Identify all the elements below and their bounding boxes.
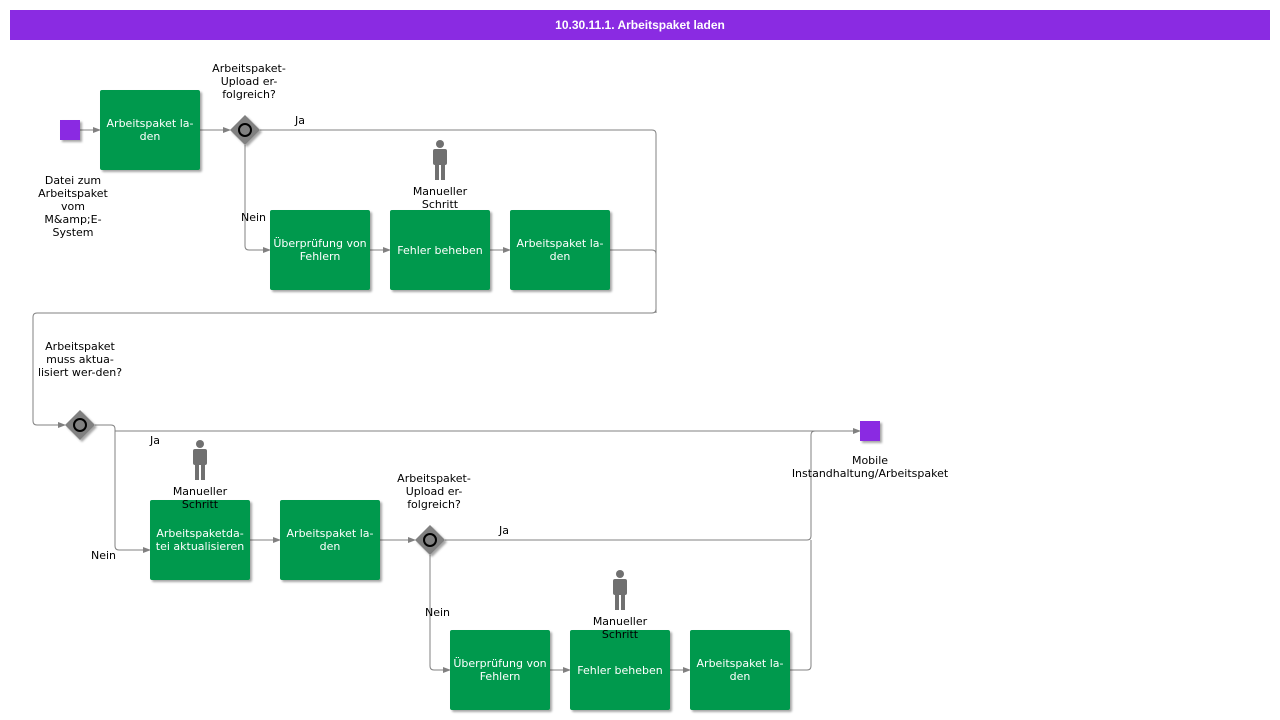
gateway-g3[interactable] xyxy=(415,525,445,555)
flow-g2-yes xyxy=(95,424,861,434)
start-event-label: Datei zum Arbeitspaket vom M&amp;E-Syste… xyxy=(38,174,108,239)
task-t6-box[interactable] xyxy=(280,500,380,580)
task-t4-label[interactable]: Arbeitspaket la-den xyxy=(516,237,604,263)
task-t7-label[interactable]: Überprüfung von Fehlern xyxy=(453,657,547,683)
task-t8-box[interactable] xyxy=(570,630,670,710)
gateway-g1-label: Arbeitspaket-Upload er-folgreich? xyxy=(212,62,286,101)
person-icon xyxy=(193,440,207,480)
manual-step-label: Manueller Schritt xyxy=(172,485,228,511)
task-t5-label[interactable]: Arbeitspaketda-tei aktualisieren xyxy=(155,527,245,553)
task-t9-label[interactable]: Arbeitspaket la-den xyxy=(696,657,784,683)
flow-label-g3-no: Nein xyxy=(425,606,451,619)
flow-label-g3-yes: Ja xyxy=(499,524,509,537)
task-t3-box[interactable] xyxy=(390,210,490,290)
task-t1-box[interactable] xyxy=(100,90,200,170)
task-t6-label[interactable]: Arbeitspaket la-den xyxy=(286,527,374,553)
flow-g1-yes xyxy=(32,129,657,428)
task-t4-box[interactable] xyxy=(510,210,610,290)
flow-g2-no xyxy=(114,431,151,553)
connectors xyxy=(32,127,861,673)
task-t7-box[interactable] xyxy=(450,630,550,710)
flow-g3-no xyxy=(429,555,451,673)
flow-label-g1-yes: Ja xyxy=(295,114,305,127)
start-event[interactable] xyxy=(60,120,80,140)
end-event-label: Mobile Instandhaltung/Arbeitspaket xyxy=(791,454,949,480)
flow-g1-no xyxy=(244,145,271,253)
manual-step-label: Manueller Schritt xyxy=(412,185,468,211)
flow-label-g2-no: Nein xyxy=(91,549,117,562)
person-icon xyxy=(613,570,627,610)
task-t2-label[interactable]: Überprüfung von Fehlern xyxy=(273,237,367,263)
flow-g3-yes xyxy=(445,430,860,541)
task-t5-box[interactable] xyxy=(150,500,250,580)
flow-t9-merge xyxy=(790,540,812,671)
task-t3-label[interactable]: Fehler beheben xyxy=(397,243,483,257)
diagram-title: 10.30.11.1. Arbeitspaket laden xyxy=(10,10,1270,40)
gateway-g2[interactable] xyxy=(65,410,95,440)
task-t9-box[interactable] xyxy=(690,630,790,710)
flow-label-g2-yes: Ja xyxy=(150,434,160,447)
flow-label-g1-no: Nein xyxy=(241,211,267,224)
task-t1-label[interactable]: Arbeitspaket la-den xyxy=(106,117,194,143)
gateway-g1[interactable] xyxy=(230,115,260,145)
end-event[interactable] xyxy=(860,421,880,441)
person-icon xyxy=(433,140,447,180)
gateway-g2-label: Arbeitspaket muss aktua-lisiert wer-den? xyxy=(37,340,123,379)
flow-t4-merge xyxy=(610,249,657,313)
task-t2-box[interactable] xyxy=(270,210,370,290)
gateway-g3-label: Arbeitspaket-Upload er-folgreich? xyxy=(397,472,471,511)
manual-step-label: Manueller Schritt xyxy=(592,615,648,641)
task-t8-label[interactable]: Fehler beheben xyxy=(577,663,663,677)
